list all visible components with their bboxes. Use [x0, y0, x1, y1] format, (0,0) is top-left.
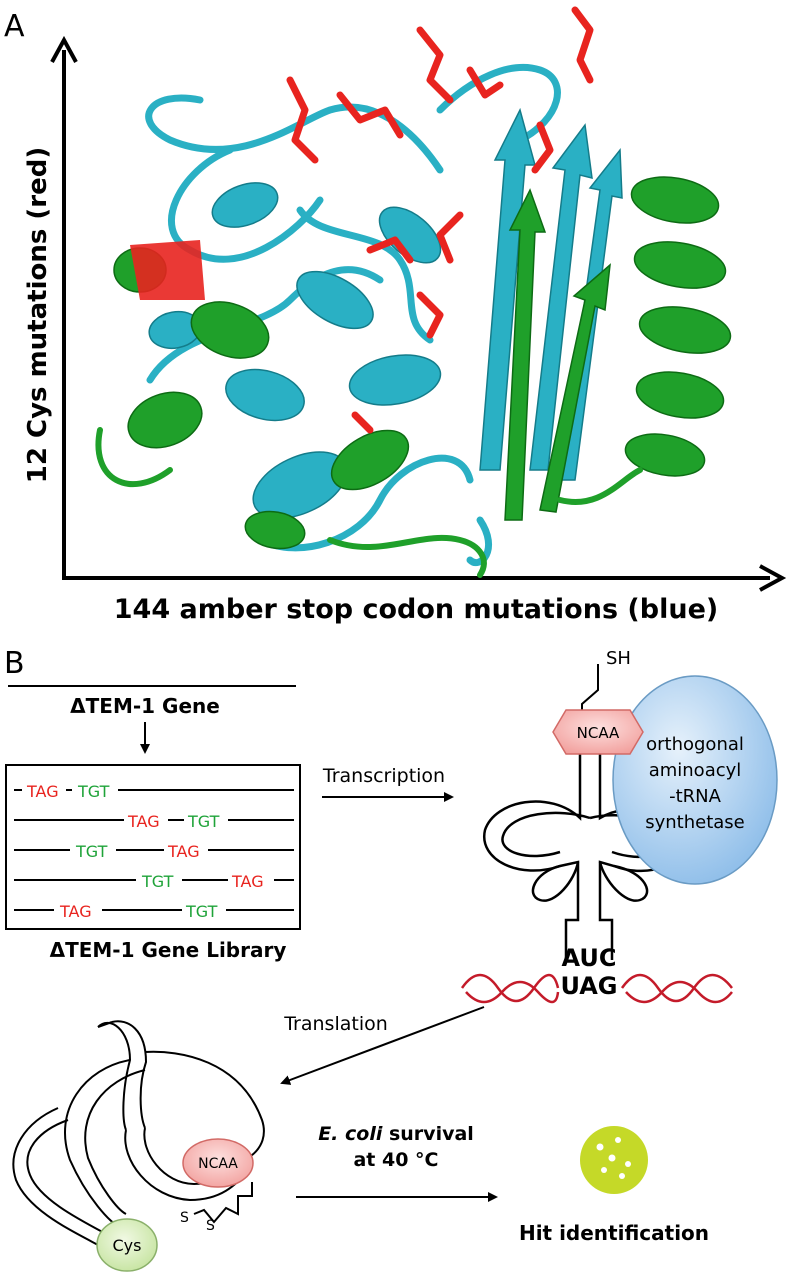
y-axis-arrow — [50, 35, 78, 63]
protein-ncaa-ellipse — [182, 1138, 254, 1188]
synthetase-line-3: -tRNA — [669, 786, 722, 807]
x-axis-label: 144 amber stop codon mutations (blue) — [114, 594, 718, 625]
transcription-label: Transcription — [322, 765, 445, 787]
library-row-3-tag: TAG — [167, 842, 200, 861]
library-caption: ΔTEM-1 Gene Library — [50, 938, 287, 962]
translation-arrow — [280, 1006, 485, 1085]
folded-protein — [12, 1020, 265, 1247]
library-row-5-tgt: TGT — [185, 902, 218, 921]
hit-identification-label: Hit identification — [519, 1221, 709, 1245]
gene-library-box — [5, 764, 301, 930]
translation-label: Translation — [283, 1013, 388, 1035]
disulfide-s2: S — [206, 1218, 215, 1234]
mrna-strand — [460, 973, 733, 1004]
y-axis-label: 12 Cys mutations (red) — [23, 147, 53, 483]
plate-colonies — [596, 1137, 631, 1179]
green-loops — [95, 427, 643, 578]
green-helices — [113, 176, 732, 550]
ncaa-hexagon-label: NCAA — [577, 724, 620, 742]
panel-a-label: A — [4, 9, 25, 44]
cys-label: Cys — [113, 1236, 142, 1255]
sh-label: SH — [606, 648, 631, 669]
ncaa-hexagon — [552, 709, 644, 755]
anticodon-label: AUC — [562, 944, 617, 972]
library-row-3-tgt: TGT — [75, 842, 108, 861]
green-strands — [504, 188, 611, 521]
panel-b-label: B — [4, 646, 25, 681]
synthetase-ellipse — [612, 675, 778, 885]
red-mutations — [286, 6, 594, 434]
protein-structure — [95, 6, 732, 578]
x-axis-arrow — [759, 564, 787, 592]
gene-title: ΔTEM-1 Gene — [70, 694, 220, 718]
library-row-4-tgt: TGT — [141, 872, 174, 891]
library-row-2-tag: TAG — [127, 812, 160, 831]
survival-organism: E. coli — [318, 1123, 383, 1145]
library-row-1-tag: TAG — [26, 782, 59, 801]
synthetase-line-1: orthogonal — [646, 734, 744, 755]
disulfide-s1: S — [180, 1210, 189, 1226]
library-row-2-tgt: TGT — [187, 812, 220, 831]
survival-line-2: at 40 °C — [353, 1149, 438, 1171]
library-row-5-tag: TAG — [59, 902, 92, 921]
panel-a-axes — [50, 35, 787, 592]
library-rows: TAG TGT TAG TGT TGT TAG TGT TAG TAG TGT — [14, 782, 294, 921]
cys-ellipse — [96, 1218, 158, 1272]
codon-label: UAG — [560, 972, 617, 1000]
red-helix-patch — [130, 240, 205, 300]
survival-line-1: E. coli survival — [318, 1123, 474, 1145]
protein-ncaa-label: NCAA — [198, 1156, 238, 1172]
synthetase-line-2: aminoacyl — [649, 760, 742, 781]
library-row-4-tag: TAG — [231, 872, 264, 891]
cyan-helices — [148, 182, 442, 519]
survival-word: survival — [382, 1123, 473, 1145]
synthetase-line-4: synthetase — [645, 812, 745, 833]
library-row-1-tgt: TGT — [77, 782, 110, 801]
disulfide-linker — [193, 1182, 253, 1224]
